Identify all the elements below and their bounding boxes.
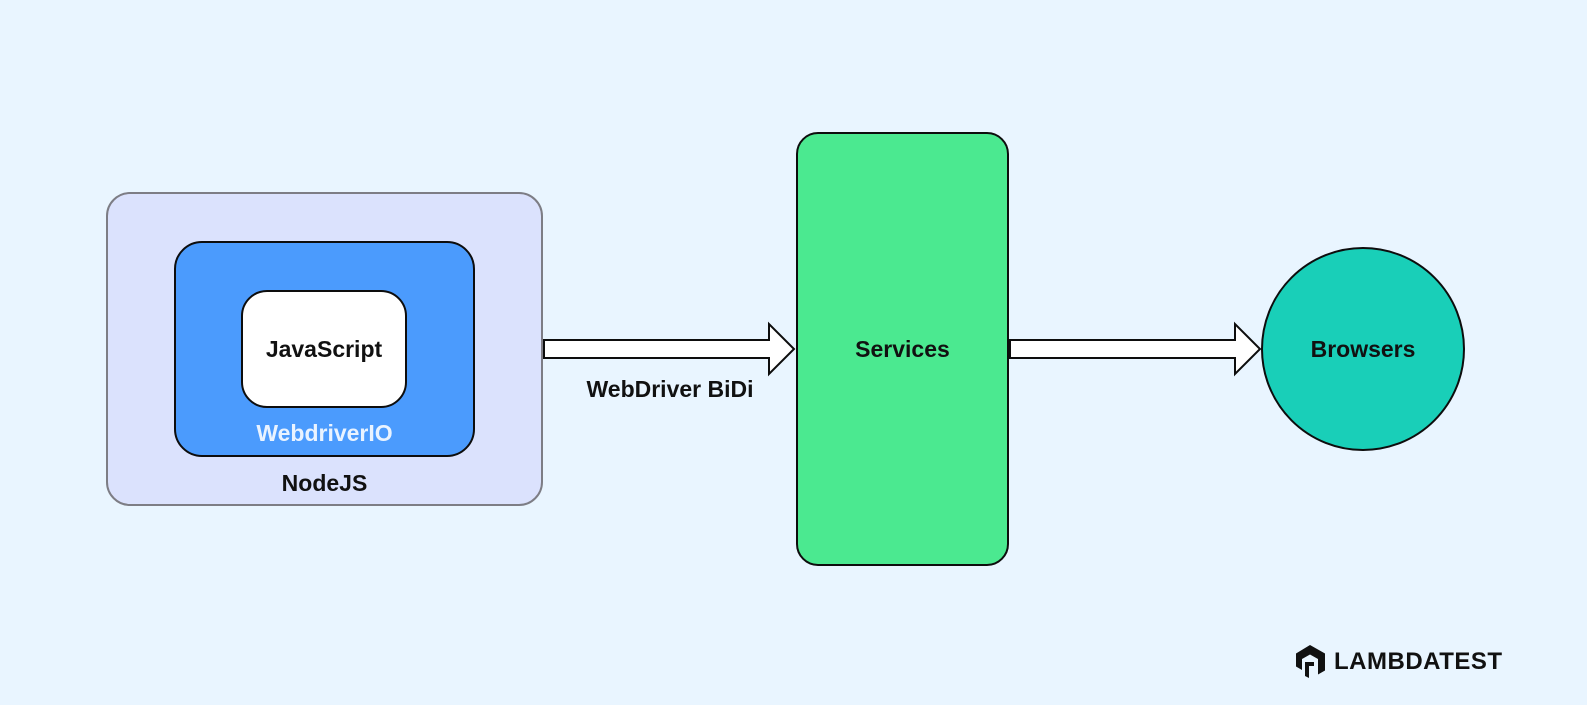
- services-box: Services: [796, 132, 1009, 566]
- javascript-box: JavaScript: [241, 290, 407, 408]
- arrow-nodejs-to-services: [543, 321, 796, 377]
- webdriverio-label: WebdriverIO: [256, 420, 393, 446]
- browsers-label: Browsers: [1310, 335, 1416, 362]
- lambdatest-logo-text: LAMBDATEST: [1334, 648, 1503, 675]
- services-label: Services: [855, 335, 950, 362]
- nodejs-label: NodeJS: [281, 470, 368, 496]
- arrow-services-to-browsers: [1009, 321, 1262, 377]
- lambdatest-logo-icon: [1296, 645, 1325, 678]
- lambdatest-logo: LAMBDATEST: [1292, 642, 1522, 682]
- javascript-label: JavaScript: [265, 335, 383, 362]
- browsers-circle: Browsers: [1261, 247, 1465, 451]
- webdriver-bidi-label: WebDriver BiDi: [586, 376, 754, 402]
